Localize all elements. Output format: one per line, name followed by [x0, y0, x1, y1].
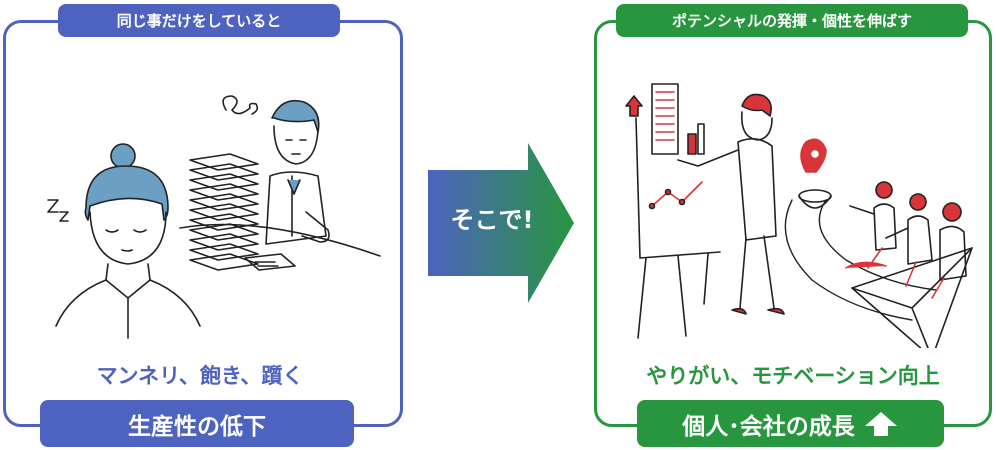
right-result-label: 個人･会社の成長	[682, 413, 855, 440]
left-caption: マンネリ、飽き、躓く	[96, 364, 304, 388]
frustration-squiggle-icon	[222, 95, 259, 115]
bar-building	[651, 83, 679, 155]
motivated-workers-illustration	[625, 83, 973, 348]
sleep-zzz-icon	[47, 199, 69, 222]
right-caption: やりがい、モチベーション向上	[646, 364, 940, 388]
left-result-tag: 生産性の低下	[40, 400, 354, 447]
growth-arrow-icon	[625, 95, 643, 117]
left-header-tag: 同じ事だけをしていると	[58, 4, 340, 37]
right-result-tag: 個人･会社の成長	[637, 400, 944, 447]
tired-man-figure	[265, 99, 330, 245]
up-arrow-icon	[864, 411, 897, 436]
paper-stack-icon	[189, 153, 296, 271]
transition-arrow-icon	[428, 143, 574, 303]
team-riders	[849, 181, 967, 299]
right-panel	[594, 20, 992, 427]
presenter-figure	[677, 93, 785, 315]
left-panel	[3, 20, 403, 427]
transition-label: そこで!	[450, 206, 534, 234]
location-pin-icon	[798, 138, 832, 209]
right-header-tag: ポテンシャルの発揮・個性を伸ばす	[616, 4, 968, 37]
presentation-board	[635, 83, 721, 339]
sleepy-woman-figure	[55, 143, 201, 339]
paper-plane-icon	[851, 247, 973, 348]
bored-workers-illustration	[47, 95, 381, 339]
